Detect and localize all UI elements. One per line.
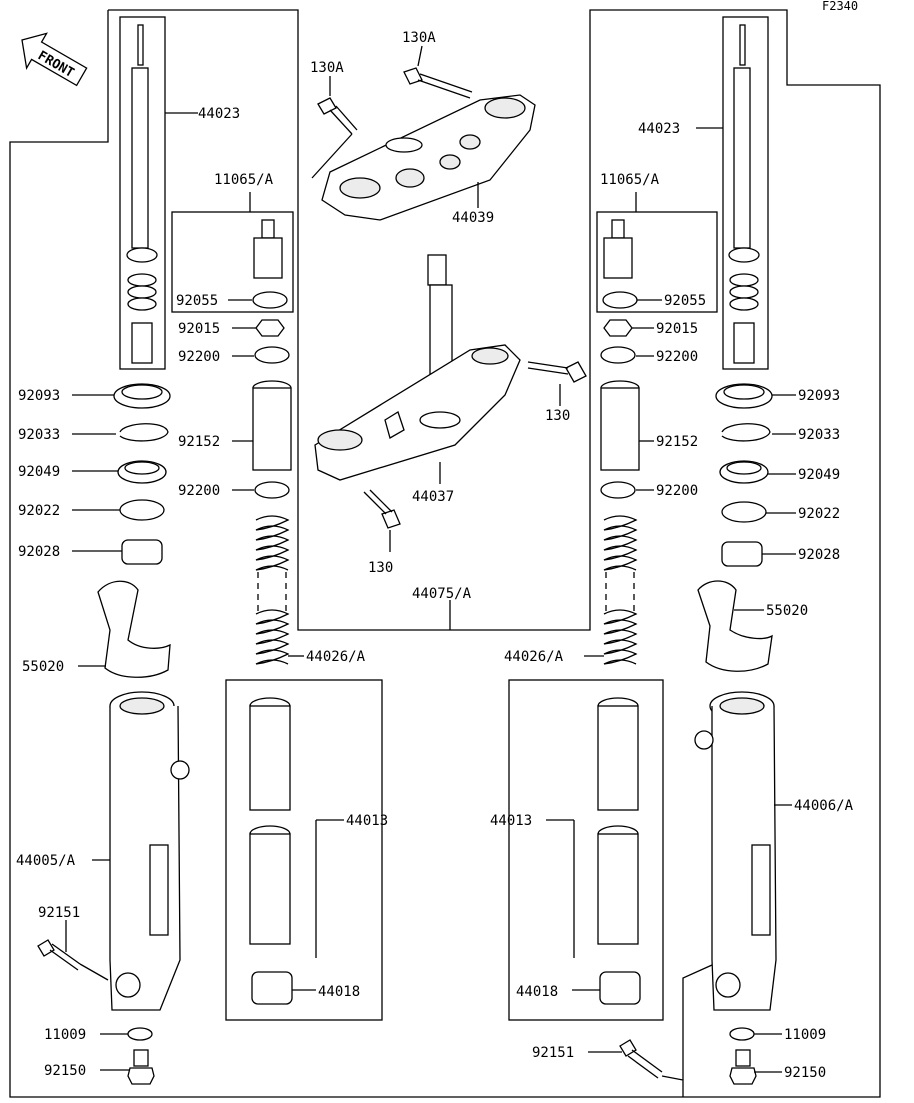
left-bushing-92028 [121,539,163,565]
right-bushing-44018 [599,971,641,1005]
label-130-lower: 130 [368,560,393,576]
label-r-11065: 11065/A [600,172,660,188]
label-l-92200a: 92200 [178,349,220,365]
left-damper-rod-44023 [119,16,166,370]
label-130a-right: 130A [402,30,436,46]
left-spring-44026 [255,515,290,665]
left-nut-92015 [255,319,285,337]
right-seal-92049 [719,460,769,484]
left-washer-92200b [254,481,290,499]
right-inner-tube-44013 [508,679,664,1021]
left-washer-92200a [254,346,290,364]
front-arrow-icon: FRONT [21,32,88,87]
right-circlip-92033 [721,423,771,442]
label-r-92028: 92028 [798,547,840,563]
label-44075: 44075/A [412,586,472,602]
diagram-code: F2340 [822,0,858,13]
label-r-92150: 92150 [784,1065,826,1081]
left-oil-seal-92093 [113,383,171,409]
label-r-44013: 44013 [490,813,532,829]
label-l-55020: 55020 [22,659,64,675]
left-washer-92022 [119,499,165,521]
label-l-44005: 44005/A [16,853,76,869]
label-r-44018: 44018 [516,984,558,1000]
label-r-11009: 11009 [784,1027,826,1043]
right-spring-44026 [603,515,638,665]
label-r-92033: 92033 [798,427,840,443]
label-l-11009: 11009 [44,1027,86,1043]
right-pipe-92152 [600,380,640,471]
bolt-130-lower [363,489,401,552]
label-l-44018: 44018 [318,984,360,1000]
label-r-92015: 92015 [656,321,698,337]
label-l-92049: 92049 [18,464,60,480]
top-bracket-44039 [321,94,536,221]
label-130-upper: 130 [545,408,570,424]
label-l-92093: 92093 [18,388,60,404]
bolt-130a-left [311,97,358,179]
label-l-92033: 92033 [18,427,60,443]
right-washer-92200a [600,346,636,364]
label-l-92152: 92152 [178,434,220,450]
label-l-44023: 44023 [198,106,240,122]
left-outer-tube-44005 [109,691,190,1011]
left-fork-guard-55020 [97,580,171,678]
label-r-92055: 92055 [664,293,706,309]
label-r-92152: 92152 [656,434,698,450]
right-valve-11065 [596,211,718,313]
right-bushing-92028 [721,541,763,567]
label-l-44013: 44013 [346,813,388,829]
bolt-130a-right [403,67,473,99]
left-bolt-92151 [37,939,81,971]
right-washer-92200b [600,481,636,499]
label-r-55020: 55020 [766,603,808,619]
right-washer-11009 [729,1027,755,1041]
right-washer-92022 [721,501,767,523]
right-outer-tube-44006 [694,691,777,1011]
label-r-92022: 92022 [798,506,840,522]
label-r-44006: 44006/A [794,798,854,814]
label-130a-left: 130A [310,60,344,76]
left-washer-11009 [127,1027,153,1041]
bolt-130-upper [527,361,587,406]
steering-stem-44037 [314,254,521,481]
right-fork-guard-55020 [697,580,773,672]
label-44037: 44037 [412,489,454,505]
right-oil-seal-92093 [715,383,773,409]
label-r-92049: 92049 [798,467,840,483]
right-bolt-92151 [619,1039,663,1079]
label-l-92150: 92150 [44,1063,86,1079]
assembly-frame-lines [9,9,881,1098]
label-l-92200b: 92200 [178,483,220,499]
label-l-92015: 92015 [178,321,220,337]
label-l-92151: 92151 [38,905,80,921]
left-bolt-92150 [127,1049,155,1085]
right-nut-92015 [603,319,633,337]
label-r-44023: 44023 [638,121,680,137]
label-r-92151: 92151 [532,1045,574,1061]
left-seal-92049 [117,460,167,484]
label-r-92093: 92093 [798,388,840,404]
label-l-11065: 11065/A [214,172,274,188]
left-circlip-92033 [119,423,169,442]
right-damper-rod-44023 [722,16,769,370]
left-pipe-92152 [252,380,292,471]
left-bushing-44018 [251,971,293,1005]
label-44039: 44039 [452,210,494,226]
label-r-92200a: 92200 [656,349,698,365]
right-bolt-92150 [729,1049,757,1085]
label-l-92055: 92055 [176,293,218,309]
label-r-92200b: 92200 [656,483,698,499]
label-l-92022: 92022 [18,503,60,519]
label-l-44026: 44026/A [306,649,366,665]
label-r-44026: 44026/A [504,649,564,665]
left-inner-tube-44013 [225,679,383,1021]
label-l-92028: 92028 [18,544,60,560]
left-valve-11065 [171,211,294,313]
